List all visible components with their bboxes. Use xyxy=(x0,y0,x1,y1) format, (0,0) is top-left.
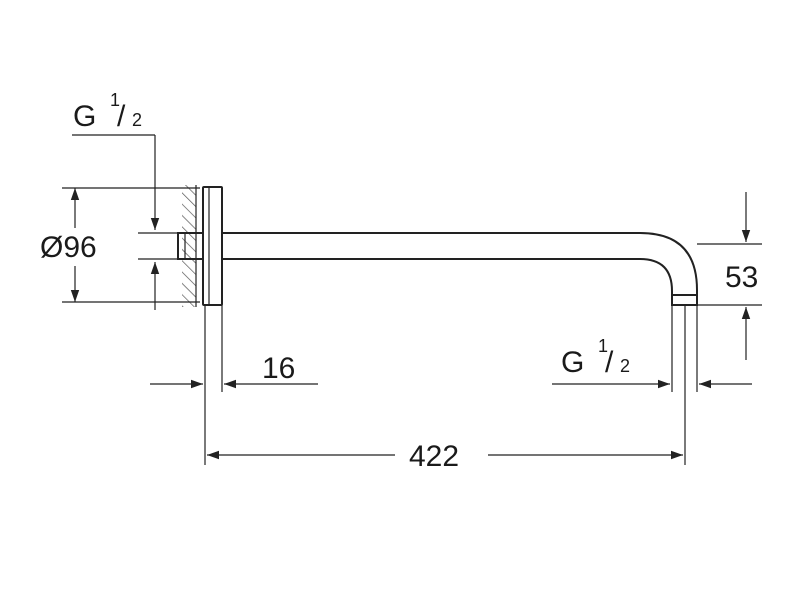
wall-hatching xyxy=(182,185,196,307)
outlet-nut xyxy=(671,294,698,306)
shower-arm xyxy=(222,232,698,305)
svg-text:2: 2 xyxy=(620,356,630,376)
flange xyxy=(202,186,223,306)
drop-height-label: 53 xyxy=(725,261,758,294)
svg-text:/: / xyxy=(117,100,126,133)
thread-outlet-label: G 1 / 2 xyxy=(561,336,630,379)
svg-text:/: / xyxy=(605,346,614,379)
flange-diameter-label: Ø96 xyxy=(40,231,97,264)
arm-length-label: 422 xyxy=(409,440,459,473)
svg-text:1: 1 xyxy=(110,90,120,110)
svg-text:2: 2 xyxy=(132,110,142,130)
svg-text:G: G xyxy=(73,100,96,133)
svg-text:1: 1 xyxy=(598,336,608,356)
svg-text:G: G xyxy=(561,346,584,379)
thread-top-label: G 1 / 2 xyxy=(73,90,142,133)
inlet-stub xyxy=(177,232,204,260)
wall-offset-label: 16 xyxy=(262,352,295,385)
